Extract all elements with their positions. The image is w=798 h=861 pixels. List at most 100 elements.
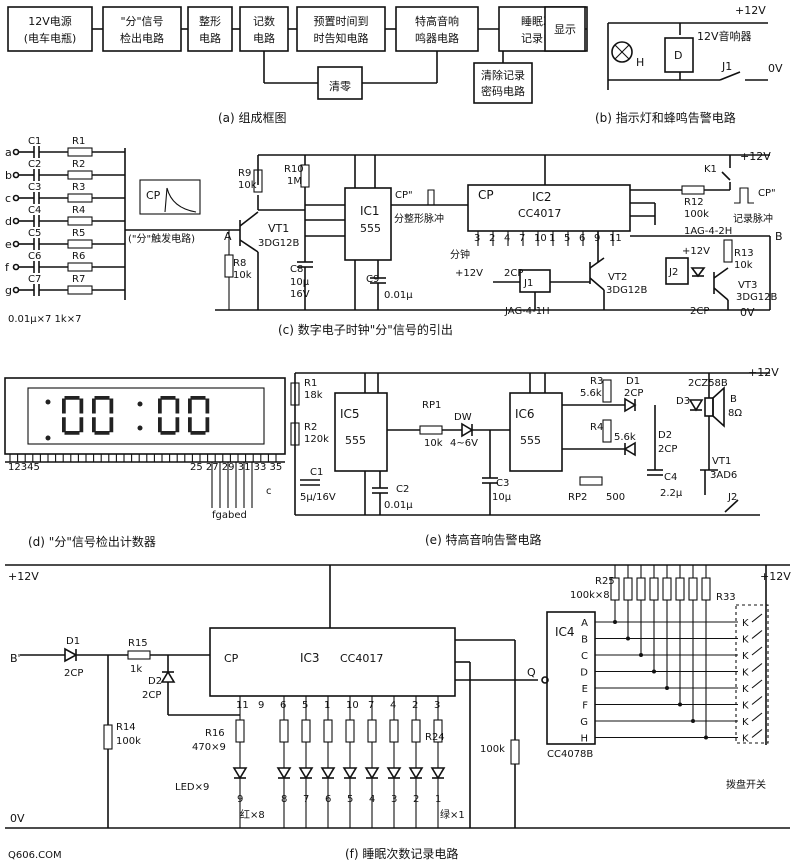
svg-text:10k: 10k (424, 438, 443, 449)
c8-label: C8 (290, 264, 303, 275)
clear-block (317, 66, 363, 100)
supply-c: +12V (740, 150, 771, 163)
svg-text:5μ/16V: 5μ/16V (300, 492, 336, 503)
svg-text:D1: D1 (66, 636, 80, 647)
svg-text:7: 7 (368, 700, 374, 711)
block-2 (187, 6, 233, 52)
speaker-icon (704, 397, 714, 417)
cp-out: CP" (395, 190, 413, 201)
svg-text:R1: R1 (304, 378, 317, 389)
block-label-0: 12V电源 (28, 14, 72, 28)
watermark: Q606.COM (8, 850, 62, 861)
ground-b: 0V (768, 62, 783, 75)
svg-text:6: 6 (325, 794, 331, 805)
svg-text:4: 4 (369, 794, 375, 805)
svg-text:+12V: +12V (455, 268, 483, 279)
r8-label: R8 (233, 258, 246, 269)
ic4-label: IC4 (555, 625, 575, 639)
svg-text:D2: D2 (658, 430, 672, 441)
ic4-in-A: A (581, 618, 588, 629)
svg-text:500: 500 (606, 492, 625, 503)
block-7 (544, 6, 586, 52)
ic2-chip (467, 184, 631, 232)
buzzer-box (664, 37, 694, 73)
panel-c: CP IC1 555 (5, 136, 783, 337)
svg-text:2.2μ: 2.2μ (660, 488, 683, 499)
caption-d: (d) "分"信号检出计数器 (28, 534, 156, 549)
svg-text:J2: J2 (727, 492, 737, 503)
svg-text:1: 1 (549, 233, 555, 244)
relay1: JAG-4-1H (504, 306, 550, 317)
svg-text:10μ: 10μ (492, 492, 512, 503)
res-6: R7 (72, 274, 85, 285)
svg-text:0.01μ: 0.01μ (384, 500, 413, 511)
caption-b: (b) 指示灯和蜂鸣告警电路 (595, 110, 736, 125)
svg-text:C2: C2 (396, 484, 409, 495)
shaping-pulse: 分整形脉冲 (394, 212, 444, 225)
res-5: R6 (72, 251, 85, 262)
r13-label: R13 (734, 248, 754, 259)
relay2: 1AG-4-2H (684, 226, 732, 237)
ic4-in-H: H (580, 734, 588, 745)
j1-label: J1 (523, 278, 533, 289)
svg-text:R16: R16 (205, 728, 225, 739)
res-3: R4 (72, 205, 85, 216)
vt2-label: VT2 (608, 272, 627, 283)
relay-d: D (674, 49, 682, 62)
block-label-4: 预置时间到 (314, 15, 369, 28)
ic4-in-B: B (581, 635, 588, 646)
seg-c: c (266, 486, 272, 497)
svg-text:密码电路: 密码电路 (481, 84, 525, 98)
svg-text:10: 10 (534, 233, 547, 244)
svg-text:1k: 1k (130, 664, 142, 675)
key-4: K (742, 684, 749, 695)
svg-text:R2: R2 (304, 422, 317, 433)
supply-b: +12V (735, 4, 766, 17)
switch-j1: J1 (721, 60, 732, 73)
panel-e: IC5 555 IC6 555 R1 18k R2 120k RP1 10k D… (290, 366, 779, 547)
caption-f: (f) 睡眠次数记录电路 (345, 846, 458, 861)
cp-label: CP (146, 189, 161, 202)
cp-out2: CP" (758, 188, 776, 199)
dip-label: 拨盘开关 (726, 778, 766, 791)
cap-6: C7 (28, 274, 41, 285)
caption-a: (a) 组成框图 (218, 111, 287, 125)
svg-text:C4: C4 (664, 472, 677, 483)
svg-text:3AD6: 3AD6 (710, 470, 737, 481)
block-sub-2: 电路 (199, 32, 221, 45)
ic2-label: IC2 (532, 190, 552, 204)
block-sub-1: 检出电路 (120, 31, 164, 45)
ic3-chip (209, 627, 456, 697)
green-label: 绿×1 (440, 808, 465, 821)
c9-label: C9 (366, 274, 379, 285)
cap-2: C3 (28, 182, 41, 193)
input-a: a (5, 146, 12, 159)
input-c: c (5, 192, 11, 205)
j2-label: J2 (668, 267, 678, 278)
ground-c: 0V (740, 306, 755, 319)
svg-text:DW: DW (454, 412, 472, 423)
ic1-type: 555 (360, 222, 381, 235)
block-0 (7, 6, 93, 52)
svg-text:1M: 1M (287, 176, 302, 187)
panel-d: 12345 25 27 29 31 33 35 fgabed c (d) "分"… (4, 377, 286, 549)
svg-text:5: 5 (564, 233, 570, 244)
svg-text:R24: R24 (425, 732, 445, 743)
svg-text:8: 8 (281, 794, 287, 805)
node-b: B (775, 230, 783, 243)
block-sub-5: 鸣器电路 (415, 31, 459, 45)
key-5: K (742, 701, 749, 712)
r100k-label: 100k (480, 744, 505, 755)
ic5-type: 555 (345, 434, 366, 447)
block-sub-4: 时告知电路 (314, 31, 369, 45)
svg-text:D3: D3 (676, 396, 690, 407)
ground-f: 0V (10, 812, 25, 825)
cap-1: C2 (28, 159, 41, 170)
svg-text:4~6V: 4~6V (450, 438, 478, 449)
svg-text:6: 6 (579, 233, 585, 244)
input-b: B' (10, 652, 21, 665)
res-2: R3 (72, 182, 85, 193)
key-1: K (742, 635, 749, 646)
svg-text:2CP: 2CP (64, 668, 83, 679)
svg-text:100k×8: 100k×8 (570, 590, 610, 601)
